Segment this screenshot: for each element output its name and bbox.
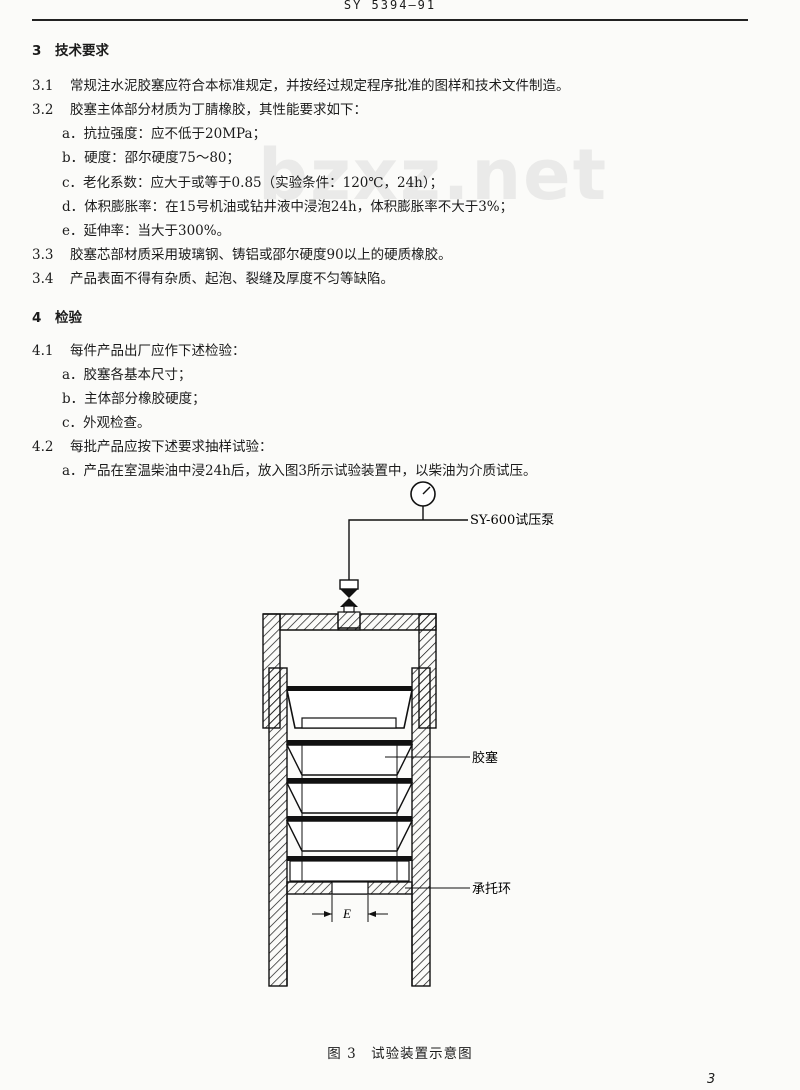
sub-item-text: a．胶塞各基本尺寸；: [62, 367, 192, 383]
dimension-e: E: [312, 895, 388, 922]
clause-number: 3.2: [32, 102, 54, 118]
clause-text: 产品表面不得有杂质、起泡、裂缝及厚度不匀等缺陷。: [70, 271, 394, 287]
clause-number: 4.2: [32, 439, 54, 455]
watermark: bzxz.net: [258, 134, 609, 216]
pressure-pipe: [348, 519, 468, 581]
sub-item-text: b．主体部分橡胶硬度；: [62, 391, 206, 407]
plug-label: 胶塞: [472, 750, 498, 766]
figure-caption: 图 3 试验装置示意图: [327, 1046, 473, 1062]
sub-item-text: a．产品在室温柴油中浸24h后，放入图3所示试验装置中，以柴油为介质试压。: [62, 463, 537, 479]
clause-text: 每批产品应按下述要求抽样试验：: [70, 439, 273, 455]
clause-text: 胶塞主体部分材质为丁腈橡胶，其性能要求如下：: [70, 102, 367, 118]
pressure-gauge-icon: [410, 481, 436, 520]
valve-icon: [339, 579, 359, 613]
clause-text: 常规注水泥胶塞应符合本标准规定，并按经过规定程序批准的图样和技术文件制造。: [70, 78, 570, 94]
header-rule: [32, 19, 748, 21]
clause-text: 每件产品出厂应作下述检验：: [70, 343, 246, 359]
test-apparatus-figure: E SY-600试压泵 胶塞 承托环: [262, 481, 554, 987]
section-number: 3: [32, 43, 42, 59]
sub-item-text: c．外观检查。: [62, 415, 151, 431]
ring-label: 承托环: [472, 882, 511, 897]
section-title: 检验: [55, 310, 82, 326]
test-vessel: [262, 611, 437, 987]
clause-number: 3.1: [32, 78, 54, 94]
sub-item-text: e．延伸率：当大于300%。: [62, 223, 231, 239]
clause-text: 胶塞芯部材质采用玻璃钢、铸铝或邵尔硬度90以上的硬质橡胶。: [70, 247, 452, 263]
sub-item-text: a．抗拉强度：应不低于20MPa；: [62, 126, 267, 142]
section-number: 4: [32, 310, 42, 326]
pump-label: SY-600试压泵: [470, 513, 554, 528]
clause-number: 4.1: [32, 343, 54, 359]
section-title: 技术要求: [55, 43, 109, 59]
standard-code: SY 5394—91: [343, 0, 437, 12]
sub-item-text: c．老化系数：应大于或等于0.85（实验条件：120℃，24h）；: [62, 175, 444, 191]
sub-item-text: d．体积膨胀率：在15号机油或钻井液中浸泡24h，体积膨胀率不大于3%；: [62, 199, 514, 215]
clause-number: 3.3: [32, 247, 54, 263]
dimension-label: E: [342, 906, 351, 921]
page-number: 3: [707, 1072, 716, 1087]
clause-number: 3.4: [32, 271, 54, 287]
rubber-plug: [285, 686, 414, 882]
support-ring: [286, 881, 413, 895]
sub-item-text: b．硬度：邵尔硬度75～80；: [62, 150, 240, 166]
page-header: SY 5394—91: [32, 0, 748, 20]
